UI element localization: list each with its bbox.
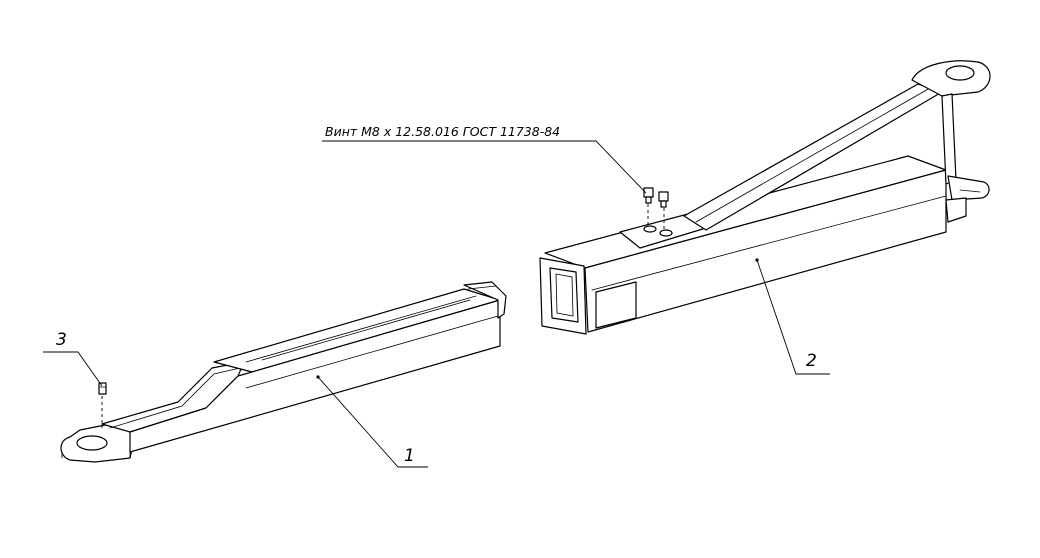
screw-1-shank [645, 196, 652, 204]
part-2-screw-hole-2 [659, 229, 673, 237]
screw-2-shank [660, 200, 667, 208]
part-2-screw-hole-1 [643, 225, 657, 233]
screw-2-head [658, 191, 669, 202]
part-1-label: 1 [404, 446, 415, 466]
callout-part-1: 1 [316, 375, 428, 468]
part-2-outer-drawbar [539, 60, 991, 335]
part-1-inner-drawbar [60, 281, 507, 463]
part-2-upper-eye-hole [945, 65, 975, 81]
callout-screw: Винт М8 х 12.58.016 ГОСТ 11738-84 [322, 124, 647, 194]
part-1-end-cap [463, 281, 507, 319]
screw-note-text: Винт М8 х 12.58.016 ГОСТ 11738-84 [325, 124, 560, 139]
part-2-tube-side [584, 169, 947, 333]
part-1-eye-hole [76, 435, 108, 451]
part-3-pin-body [98, 382, 107, 395]
part-2-side-bracket [595, 281, 637, 329]
part-2-label: 2 [806, 351, 817, 371]
callout-part-3: 3 [43, 330, 103, 387]
part-3-pin [98, 382, 107, 428]
callout-part-2: 2 [755, 258, 830, 375]
screws [643, 187, 669, 230]
part-3-label: 3 [56, 330, 67, 350]
part-1-tube-side [129, 299, 501, 453]
part-2-lower-lugs [947, 175, 990, 201]
